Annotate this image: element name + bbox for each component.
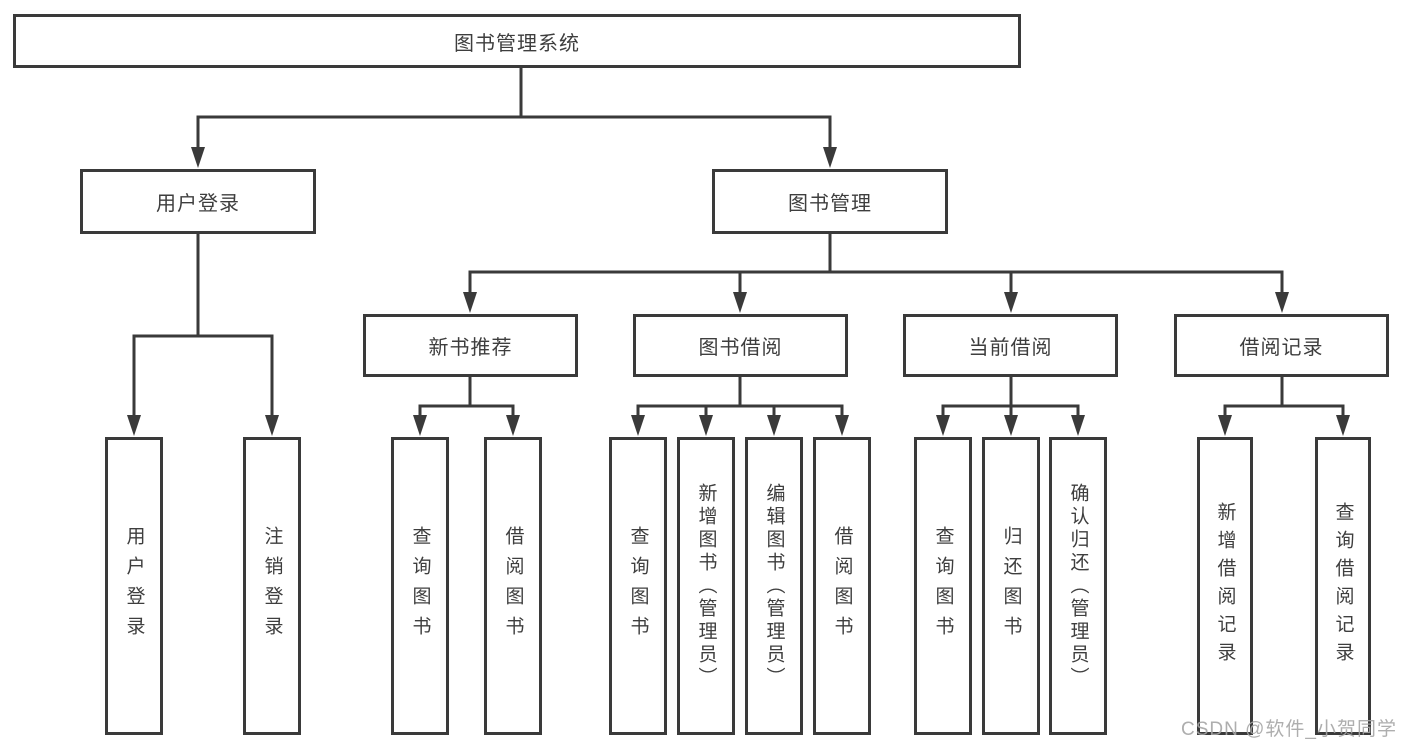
node-library-system-label: 图书管理系统 xyxy=(454,32,580,55)
leaf-query-books-current: 查询图书 xyxy=(914,437,972,735)
leaf-query-books-recommend-label: 查询图书 xyxy=(409,526,431,646)
arrowhead xyxy=(413,415,427,436)
leaf-borrow-books-recommend: 借阅图书 xyxy=(484,437,542,735)
node-book-management-label: 图书管理 xyxy=(788,193,872,215)
leaf-query-books-current-label: 查询图书 xyxy=(932,526,954,646)
arrowhead xyxy=(463,292,477,313)
node-borrowing-records: 借阅记录 xyxy=(1174,314,1389,377)
leaf-return-books: 归还图书 xyxy=(982,437,1040,735)
arrowhead xyxy=(127,415,141,436)
node-borrowing-records-label: 借阅记录 xyxy=(1239,337,1324,359)
leaf-edit-books-admin-label: 编辑图书（管理员） xyxy=(763,482,785,690)
arrowhead xyxy=(191,147,205,168)
arrowhead xyxy=(1004,415,1018,436)
edge-userlogin-to-leaves xyxy=(132,232,274,426)
arrowhead xyxy=(835,415,849,436)
arrowheads xyxy=(127,147,1350,436)
node-current-borrowing: 当前借阅 xyxy=(903,314,1118,377)
leaf-add-borrow-record: 新增借阅记录 xyxy=(1197,437,1253,735)
arrowhead xyxy=(265,415,279,436)
edge-root-to-level2 xyxy=(196,66,832,158)
arrowhead xyxy=(767,415,781,436)
arrowhead xyxy=(733,292,747,313)
leaf-borrow-books: 借阅图书 xyxy=(813,437,871,735)
node-library-system: 图书管理系统 xyxy=(13,14,1021,68)
leaf-confirm-return-admin-label: 确认归还（管理员） xyxy=(1067,482,1089,690)
edge-recommend-to-leaves xyxy=(418,375,515,426)
leaf-query-borrow-record: 查询借阅记录 xyxy=(1315,437,1371,735)
arrowhead xyxy=(506,415,520,436)
arrowhead xyxy=(936,415,950,436)
node-book-borrowing-label: 图书借阅 xyxy=(698,337,783,359)
node-user-login: 用户登录 xyxy=(80,169,316,234)
arrowhead xyxy=(1071,415,1085,436)
leaf-confirm-return-admin: 确认归还（管理员） xyxy=(1049,437,1107,735)
node-user-login-label: 用户登录 xyxy=(156,193,240,215)
leaf-query-books-recommend: 查询图书 xyxy=(391,437,449,735)
leaf-borrow-books-label: 借阅图书 xyxy=(831,526,853,646)
arrowhead xyxy=(631,415,645,436)
leaf-edit-books-admin: 编辑图书（管理员） xyxy=(745,437,803,735)
edge-borrowing-to-leaves xyxy=(636,375,844,426)
arrowhead xyxy=(1336,415,1350,436)
leaf-return-books-label: 归还图书 xyxy=(1000,526,1022,646)
node-book-management: 图书管理 xyxy=(712,169,948,234)
leaf-user-login-label: 用户登录 xyxy=(123,526,145,646)
arrowhead xyxy=(1004,292,1018,313)
watermark: CSDN @软件_小贺同学 xyxy=(1181,719,1397,740)
leaf-logout: 注销登录 xyxy=(243,437,301,735)
node-new-book-recommend-label: 新书推荐 xyxy=(428,337,513,359)
arrowhead xyxy=(823,147,837,168)
leaf-query-books-borrow: 查询图书 xyxy=(609,437,667,735)
leaf-borrow-books-recommend-label: 借阅图书 xyxy=(502,526,524,646)
leaf-user-login: 用户登录 xyxy=(105,437,163,735)
node-new-book-recommend: 新书推荐 xyxy=(363,314,578,377)
node-current-borrowing-label: 当前借阅 xyxy=(968,337,1053,359)
edge-records-to-leaves xyxy=(1223,375,1345,426)
arrowhead xyxy=(1275,292,1289,313)
leaf-add-books-admin: 新增图书（管理员） xyxy=(677,437,735,735)
leaf-add-borrow-record-label: 新增借阅记录 xyxy=(1214,502,1236,670)
arrowhead xyxy=(1218,415,1232,436)
node-book-borrowing: 图书借阅 xyxy=(633,314,848,377)
leaf-query-books-borrow-label: 查询图书 xyxy=(627,526,649,646)
arrowhead xyxy=(699,415,713,436)
leaf-logout-label: 注销登录 xyxy=(261,526,283,646)
leaf-query-borrow-record-label: 查询借阅记录 xyxy=(1332,502,1354,670)
edge-bookmgmt-to-level3 xyxy=(468,232,1284,303)
leaf-add-books-admin-label: 新增图书（管理员） xyxy=(695,482,717,690)
